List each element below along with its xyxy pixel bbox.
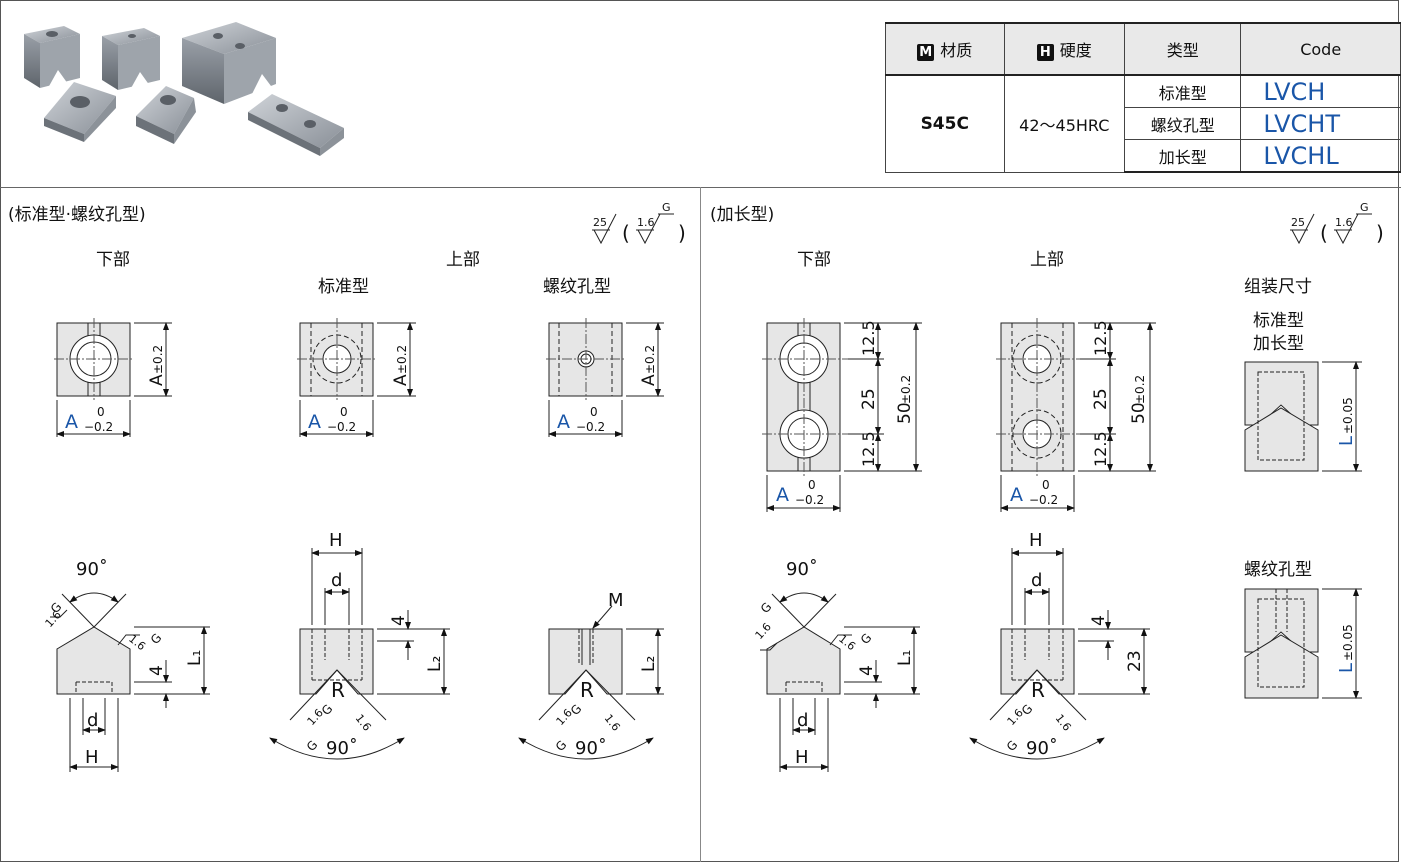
assembly-label: 组装尺寸 xyxy=(1244,277,1312,297)
right-lower-label: 下部 xyxy=(797,250,831,270)
right-upper-label: 上部 xyxy=(1030,250,1064,270)
table-row: 加长型 LVCHL xyxy=(886,139,1401,173)
table-row: 螺纹孔型 LVCHT xyxy=(886,107,1401,140)
header-type: 类型 xyxy=(1124,22,1242,76)
assembly-standard-label: 标准型 xyxy=(1253,311,1304,331)
hardness-badge: H xyxy=(1036,44,1054,61)
header-code: Code xyxy=(1240,22,1401,76)
type-cell: 加长型 xyxy=(1124,139,1242,173)
material-badge: M xyxy=(917,44,935,61)
code-cell: LVCHT xyxy=(1240,107,1401,140)
vertical-divider xyxy=(700,187,701,862)
left-section-title: (标准型·螺纹孔型) xyxy=(8,205,146,225)
left-threaded-label: 螺纹孔型 xyxy=(543,277,611,297)
material-cell: S45C xyxy=(885,74,1005,173)
code-cell: LVCH xyxy=(1240,74,1401,108)
assembly-long-label: 加长型 xyxy=(1253,334,1304,354)
assembly-threaded-label: 螺纹孔型 xyxy=(1244,560,1312,580)
type-cell: 标准型 xyxy=(1124,74,1242,108)
table-row: S45C 42～45HRC 标准型 LVCH xyxy=(885,74,1401,173)
right-section-title: (加长型) xyxy=(710,205,775,225)
product-photo xyxy=(24,22,344,156)
left-upper-label: 上部 xyxy=(446,250,480,270)
left-lower-label: 下部 xyxy=(96,250,130,270)
hardness-cell: 42～45HRC xyxy=(1003,74,1126,173)
code-cell: LVCHL xyxy=(1240,139,1401,173)
type-cell: 螺纹孔型 xyxy=(1124,107,1242,140)
left-standard-label: 标准型 xyxy=(318,277,369,297)
